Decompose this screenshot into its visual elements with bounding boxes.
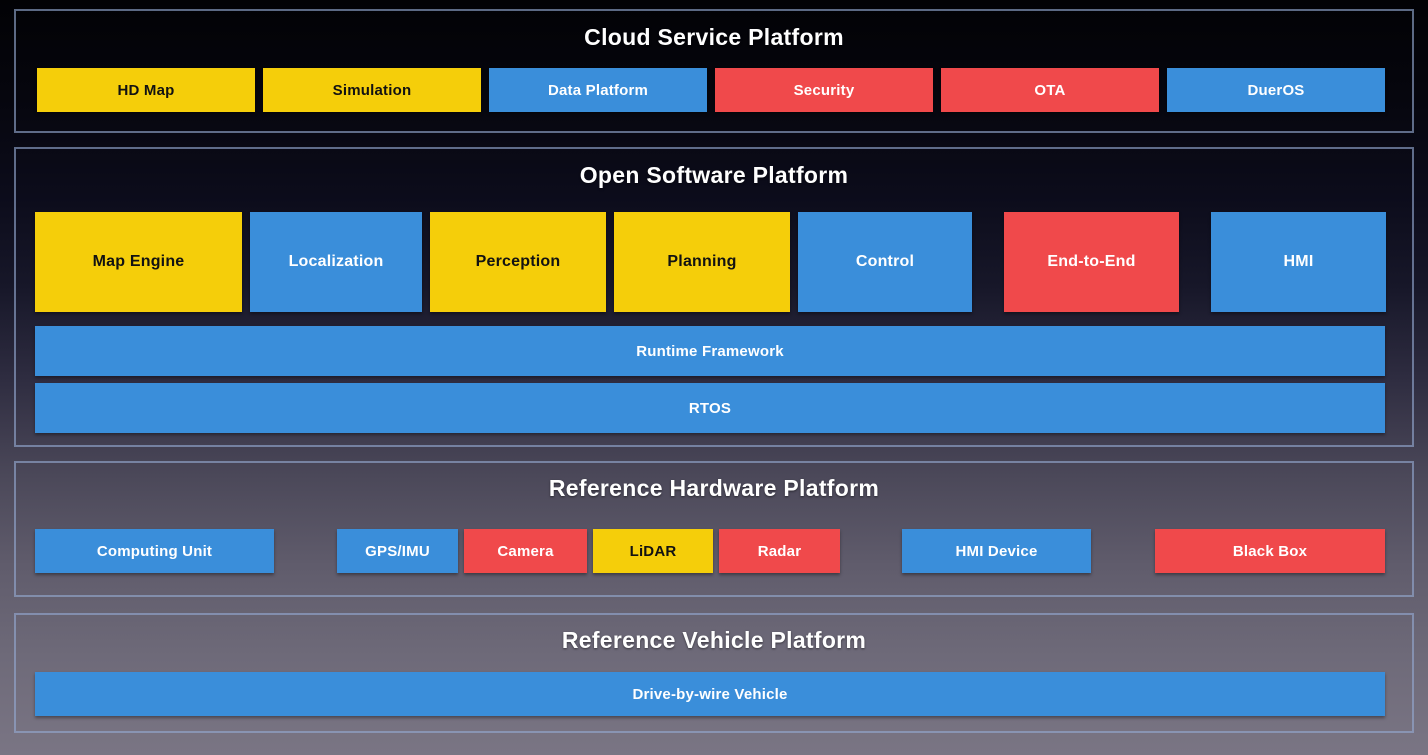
box-simulation: Simulation: [263, 68, 481, 112]
module-map-engine: Map Engine: [35, 212, 242, 312]
cloud-service-platform-title: Cloud Service Platform: [584, 24, 844, 50]
box-lidar: LiDAR: [593, 529, 713, 573]
box-camera: Camera: [464, 529, 587, 573]
box-gps-imu: GPS/IMU: [337, 529, 458, 573]
hardware-row: Computing Unit GPS/IMU Camera LiDAR Rada…: [35, 529, 1387, 573]
cloud-service-row: HD Map Simulation Data Platform Security…: [37, 68, 1385, 112]
module-control: Control: [798, 212, 972, 312]
box-dueros: DuerOS: [1167, 68, 1385, 112]
box-security: Security: [715, 68, 933, 112]
reference-vehicle-platform-title: Reference Vehicle Platform: [561, 627, 867, 653]
section-reference-vehicle-platform: Reference Vehicle Platform Drive-by-wire…: [14, 613, 1414, 733]
section-reference-hardware-platform: Reference Hardware Platform Computing Un…: [14, 461, 1414, 597]
reference-hardware-platform-title: Reference Hardware Platform: [548, 475, 880, 501]
module-hmi: HMI: [1211, 212, 1386, 312]
open-software-platform-title: Open Software Platform: [579, 162, 849, 188]
software-modules-row: Map Engine Localization Perception Plann…: [35, 212, 1386, 312]
box-radar: Radar: [719, 529, 840, 573]
module-localization: Localization: [250, 212, 422, 312]
section-open-software-platform: Open Software Platform Map Engine Locali…: [14, 147, 1414, 447]
box-black-box: Black Box: [1155, 529, 1385, 573]
box-hmi-device: HMI Device: [902, 529, 1091, 573]
box-data-platform: Data Platform: [489, 68, 707, 112]
module-perception: Perception: [430, 212, 606, 312]
bar-rtos: RTOS: [35, 383, 1385, 433]
bar-runtime-framework: Runtime Framework: [35, 326, 1385, 376]
section-cloud-service-platform: Cloud Service Platform HD Map Simulation…: [14, 9, 1414, 133]
module-end-to-end: End-to-End: [1004, 212, 1179, 312]
bar-drive-by-wire-vehicle: Drive-by-wire Vehicle: [35, 672, 1385, 716]
module-planning: Planning: [614, 212, 790, 312]
box-hd-map: HD Map: [37, 68, 255, 112]
box-ota: OTA: [941, 68, 1159, 112]
box-computing-unit: Computing Unit: [35, 529, 274, 573]
